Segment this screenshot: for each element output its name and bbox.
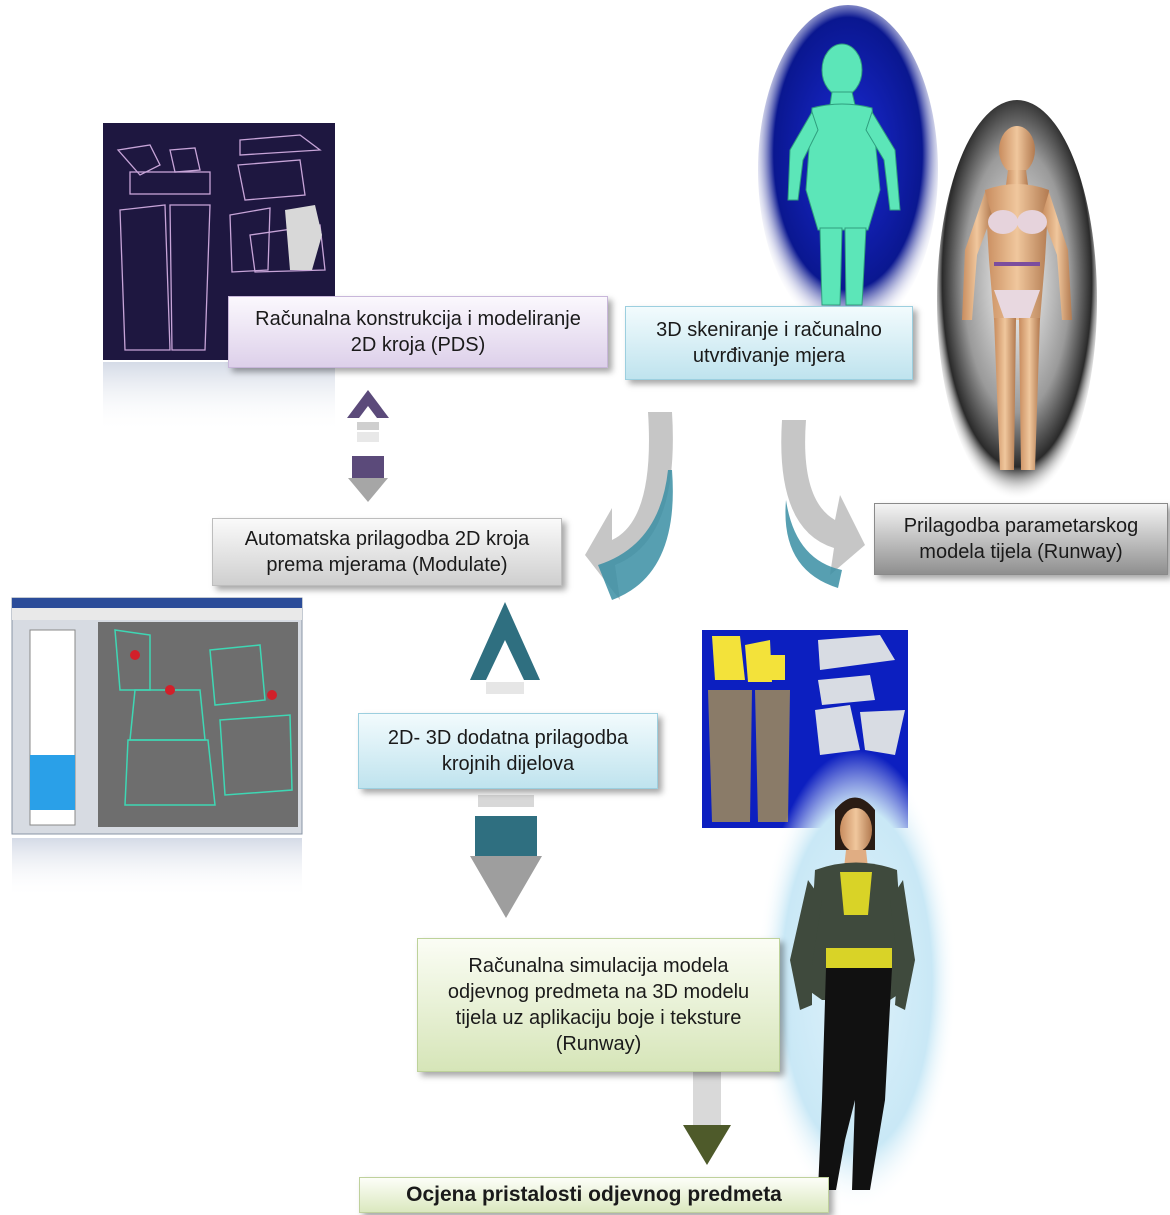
box-modulate-label: Automatska prilagodba 2D kroja prema mje… (244, 528, 530, 576)
pds-pattern-screenshot (103, 123, 335, 432)
box-2d-3d-adjust: 2D- 3D dodatna prilagodba krojnih dijelo… (358, 713, 658, 789)
arrow-modulate-adjust-simulation (470, 602, 542, 918)
box-pds-construction: Računalna konstrukcija i modeliranje 2D … (228, 296, 608, 368)
box-3d-scan: 3D skeniranje i računalno utvrđivanje mj… (625, 306, 913, 380)
box-runway-body: Prilagodba parametarskog modela tijela (… (874, 503, 1168, 575)
box-adjust-label: 2D- 3D dodatna prilagodba krojnih dijelo… (387, 727, 629, 775)
3d-body-scan (758, 5, 938, 335)
box-final-evaluation: Ocjena pristalosti odjevnog predmeta (359, 1177, 829, 1213)
box-simulation-label: Računalna simulacija modela odjevnog pre… (447, 955, 750, 1055)
parametric-body-model (937, 100, 1097, 500)
arrow-scan-to-modulate (585, 412, 673, 600)
box-simulation: Računalna simulacija modela odjevnog pre… (417, 938, 780, 1072)
box-pds-label: Računalna konstrukcija i modeliranje 2D … (255, 308, 581, 356)
box-scan-label: 3D skeniranje i računalno utvrđivanje mj… (656, 319, 882, 367)
arrow-pds-modulate (347, 390, 389, 502)
box-runway-body-label: Prilagodba parametarskog modela tijela (… (903, 515, 1139, 563)
dressed-avatar (757, 750, 957, 1210)
box-final-label: Ocjena pristalosti odjevnog predmeta (406, 1183, 782, 1206)
modulate-software-screenshot (11, 597, 303, 898)
arrow-scan-to-runway (781, 420, 865, 588)
box-modulate: Automatska prilagodba 2D kroja prema mje… (212, 518, 562, 586)
